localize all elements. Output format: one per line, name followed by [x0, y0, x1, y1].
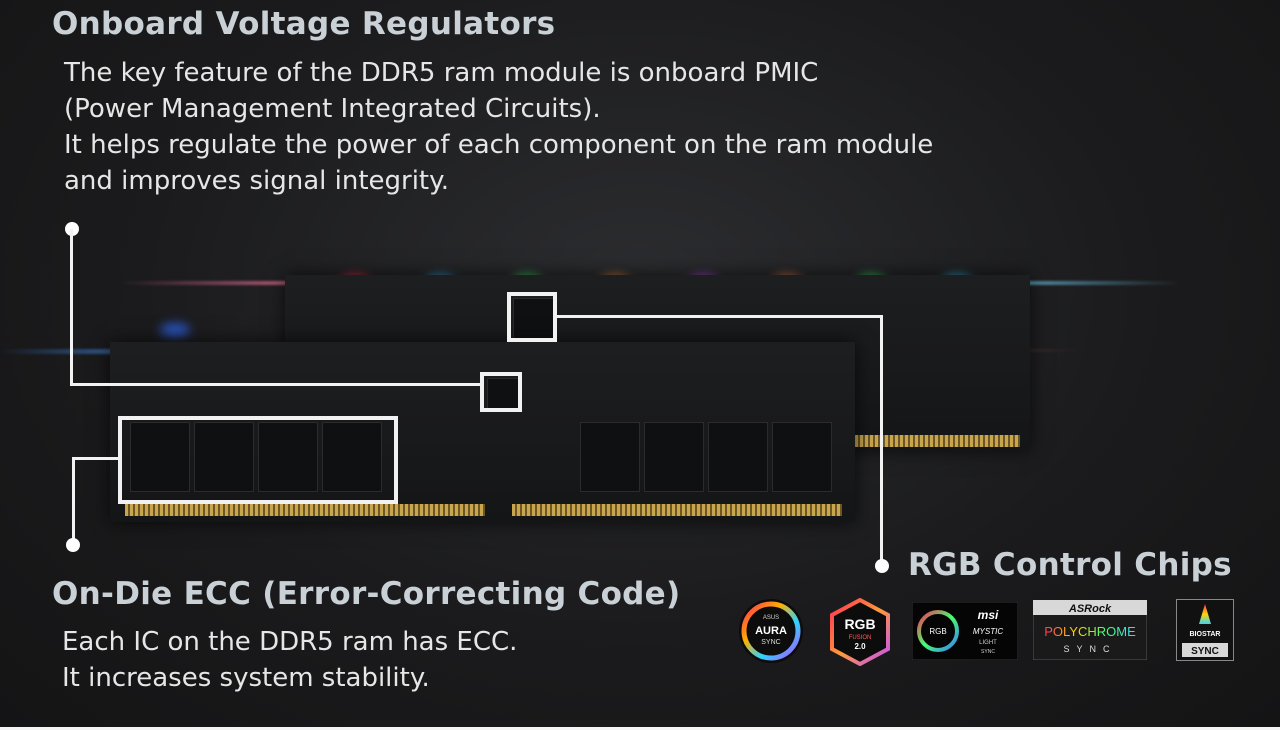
asrock-polychrome-sync-logo: ASRock POLYCHROME SYNC — [1033, 600, 1147, 660]
memory-ic — [708, 422, 768, 492]
description-line: (Power Management Integrated Circuits). — [64, 94, 601, 124]
msi-mystic-light-logo: RGB msi MYSTIC LIGHT SYNC — [912, 602, 1018, 660]
gold-contact-pins — [512, 504, 842, 516]
description-line: It helps regulate the power of each comp… — [64, 130, 934, 160]
callout-line-ecc — [72, 457, 120, 460]
aura-main-text: AURA — [755, 625, 787, 637]
rgb-led — [160, 323, 190, 337]
biostar-main-text: SYNC — [1191, 646, 1219, 657]
callout-line-pmic — [70, 229, 73, 385]
fusion-main-text: RGB — [844, 616, 875, 632]
memory-ic — [580, 422, 640, 492]
callout-dot-ecc — [66, 538, 80, 552]
description-line: Each IC on the DDR5 ram has ECC. — [62, 627, 518, 657]
biostar-sync-logo: BIOSTAR SYNC — [1176, 599, 1234, 661]
memory-ic — [772, 422, 832, 492]
fusion-version-text: 2.0 — [854, 642, 866, 651]
pmic-highlight-box — [480, 372, 522, 412]
memory-ic — [258, 422, 318, 492]
callout-line-ecc — [72, 457, 75, 541]
ecc-heading: On-Die ECC (Error-Correcting Code) — [52, 576, 681, 612]
gold-contact-pins — [850, 435, 1020, 447]
voltage-regulators-heading: Onboard Voltage Regulators — [52, 6, 556, 42]
aura-top-text: ASUS — [763, 615, 779, 621]
voltage-regulators-description: The key feature of the DDR5 ram module i… — [64, 55, 933, 199]
gold-contact-pins — [125, 504, 485, 516]
description-line: The key feature of the DDR5 ram module i… — [64, 58, 819, 88]
asrock-main-text: POLYCHROME — [1044, 624, 1136, 639]
description-line: and improves signal integrity. — [64, 166, 450, 196]
msi-ring-text: RGB — [929, 627, 946, 636]
msi-brand-text: msi — [978, 608, 999, 622]
asus-aura-sync-logo: ASUS AURA SYNC — [739, 599, 803, 663]
callout-line-rgb — [555, 315, 883, 318]
memory-ic — [194, 422, 254, 492]
callout-line-rgb — [880, 315, 883, 565]
fusion-sub-text: FUSION — [849, 635, 872, 641]
asrock-brand-text: ASRock — [1068, 603, 1112, 615]
asrock-sub-text: SYNC — [1063, 644, 1116, 654]
memory-ic — [130, 422, 190, 492]
gigabyte-rgb-fusion-logo: RGB FUSION 2.0 — [830, 598, 890, 666]
memory-ic — [322, 422, 382, 492]
msi-main-text: MYSTIC — [973, 627, 1003, 636]
msi-sub2-text: SYNC — [981, 649, 995, 655]
rgb-chip-highlight-box — [507, 292, 557, 342]
bottom-border — [0, 727, 1280, 730]
callout-dot-rgb — [875, 559, 889, 573]
callout-line-pmic — [70, 383, 482, 386]
memory-ic — [644, 422, 704, 492]
description-line: It increases system stability. — [62, 663, 430, 693]
biostar-brand-text: BIOSTAR — [1190, 631, 1221, 638]
ecc-highlight-box — [118, 416, 398, 504]
aura-sub-text: SYNC — [761, 639, 780, 646]
msi-sub-text: LIGHT — [979, 640, 997, 646]
rgb-control-heading: RGB Control Chips — [908, 547, 1232, 583]
ecc-description: Each IC on the DDR5 ram has ECC. It incr… — [62, 624, 517, 696]
